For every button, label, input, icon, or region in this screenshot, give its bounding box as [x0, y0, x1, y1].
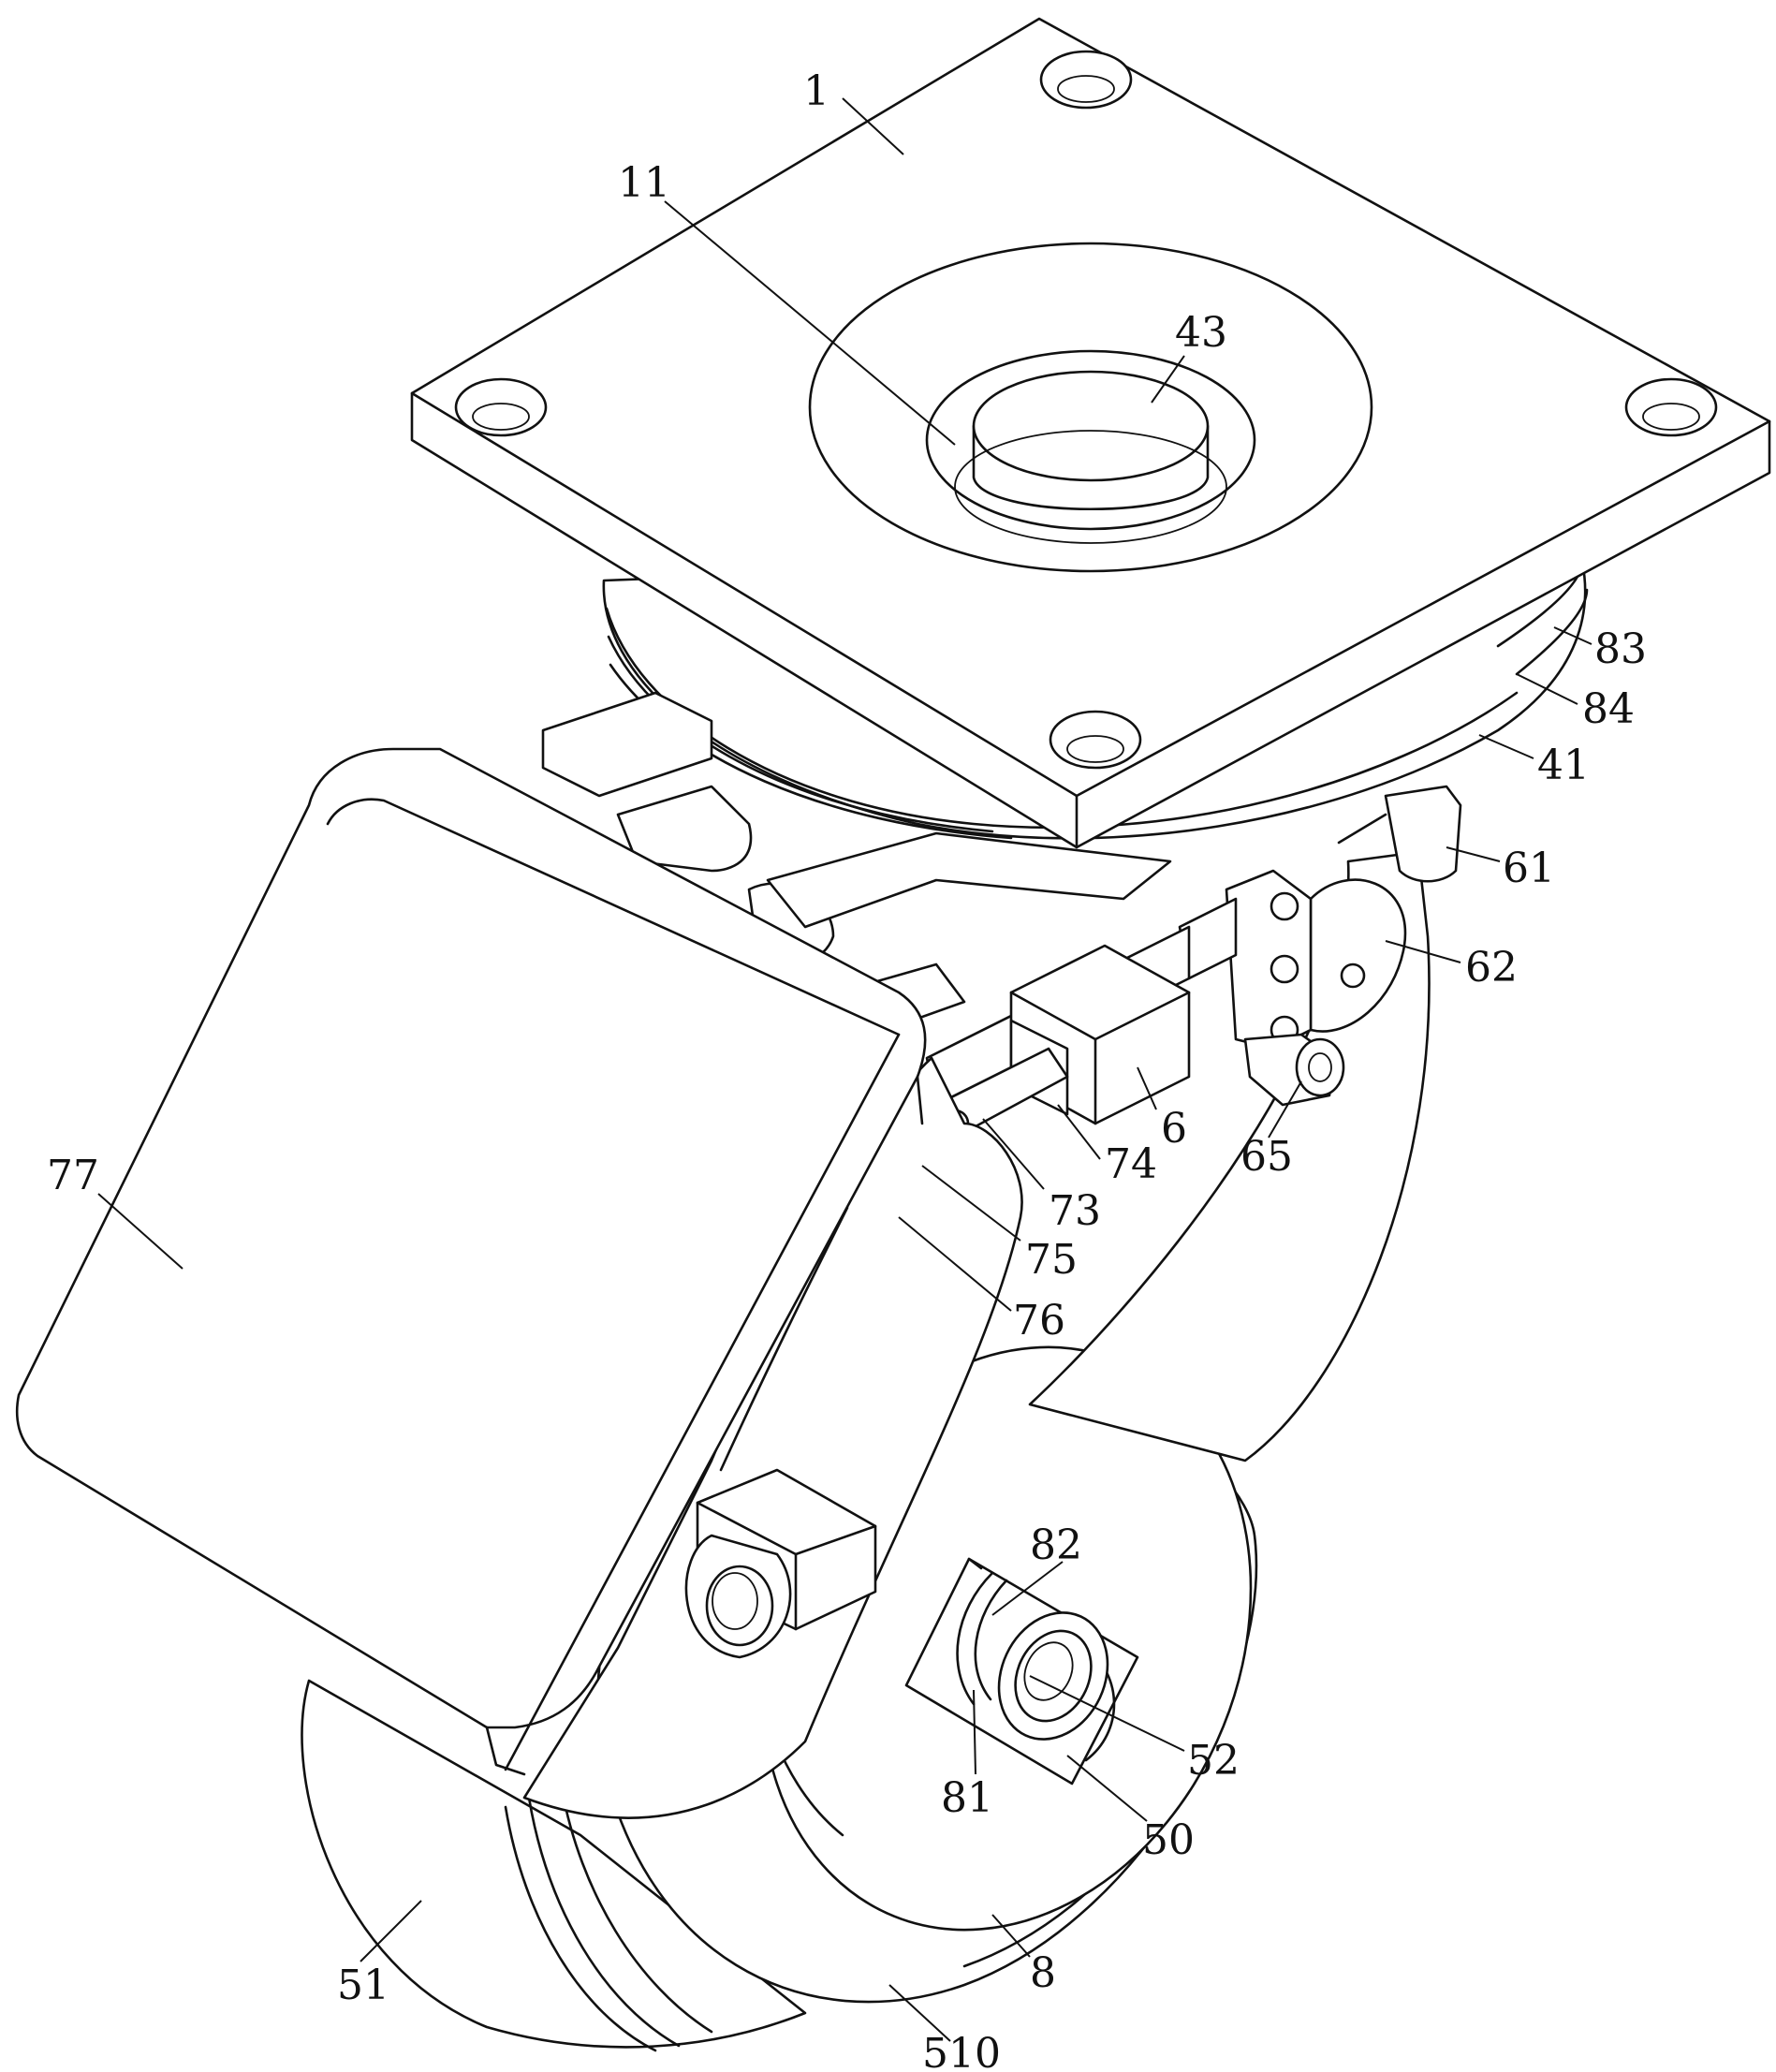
label-52: 52 — [1187, 1737, 1240, 1785]
label-82: 82 — [1030, 1521, 1082, 1569]
label-51: 51 — [337, 1962, 389, 2009]
bracket-61 — [1337, 785, 1462, 883]
label-50: 50 — [1142, 1816, 1195, 1864]
leader-82 — [991, 1561, 1064, 1616]
clamp-half-81 — [956, 1571, 1008, 1706]
label-61: 61 — [1503, 845, 1555, 892]
leader-75 — [921, 1165, 1021, 1242]
leader-41 — [1478, 734, 1534, 759]
label-77: 77 — [47, 1152, 99, 1199]
label-6: 6 — [1161, 1105, 1187, 1153]
leader-510 — [888, 1984, 951, 2042]
axle-52 — [997, 1611, 1109, 1741]
leader-76 — [898, 1216, 1012, 1312]
leader-74 — [1057, 1104, 1101, 1160]
label-11: 11 — [618, 159, 670, 207]
leader-61 — [1446, 846, 1501, 862]
reference-numerals: 1 11 43 83 84 41 61 62 65 6 74 73 75 76 … — [47, 67, 1647, 2072]
label-43: 43 — [1175, 309, 1227, 357]
leader-lines — [97, 97, 1593, 2042]
leader-11 — [664, 200, 956, 446]
pivot-block — [684, 1468, 877, 1659]
label-75: 75 — [1025, 1236, 1078, 1284]
label-8: 8 — [1030, 1949, 1056, 1997]
wheel-51 — [301, 1679, 807, 2052]
label-62: 62 — [1465, 944, 1518, 992]
link-plates — [1225, 869, 1313, 1051]
label-76: 76 — [1013, 1297, 1065, 1345]
leader-43 — [1151, 355, 1185, 404]
leader-81 — [973, 1689, 976, 1775]
leader-73 — [982, 1118, 1045, 1190]
leader-62 — [1385, 940, 1461, 963]
label-84: 84 — [1582, 685, 1635, 733]
roller-65 — [1243, 1033, 1345, 1107]
leader-8 — [991, 1914, 1031, 1958]
leader-52 — [1029, 1675, 1185, 1752]
label-81: 81 — [941, 1774, 993, 1822]
leader-51 — [360, 1900, 422, 1962]
leader-83 — [1553, 626, 1593, 645]
kingpin-43 — [954, 370, 1227, 544]
leader-77 — [97, 1193, 183, 1270]
label-1: 1 — [803, 67, 829, 115]
leader-84 — [1516, 673, 1578, 705]
leader-1 — [842, 97, 904, 155]
label-83: 83 — [1594, 625, 1647, 673]
label-510: 510 — [922, 2030, 1001, 2072]
cover-plate-77 — [15, 747, 927, 1776]
leader-6 — [1137, 1066, 1157, 1110]
leader-50 — [1066, 1755, 1148, 1822]
label-65: 65 — [1240, 1133, 1293, 1181]
label-74: 74 — [1105, 1140, 1157, 1188]
label-73: 73 — [1049, 1187, 1101, 1235]
cam-plate-62 — [1309, 878, 1407, 1033]
leader-65 — [1268, 1080, 1302, 1139]
ring-84 — [1515, 588, 1589, 676]
label-41: 41 — [1537, 742, 1590, 789]
